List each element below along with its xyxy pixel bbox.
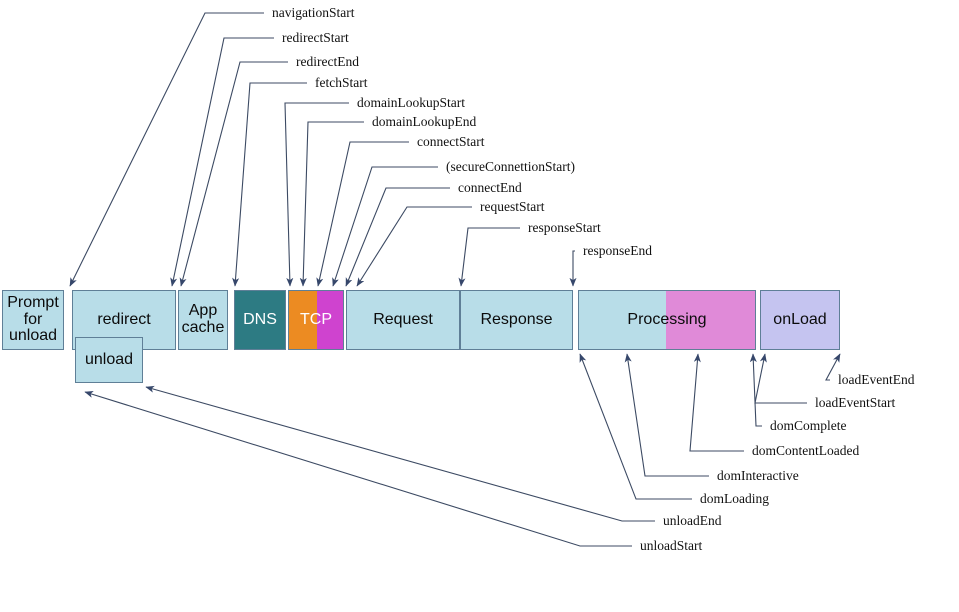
phase-label-response: Response bbox=[480, 310, 553, 328]
leader-domainLookupEnd bbox=[299, 121, 364, 287]
timing-label-domainLookupEnd: domainLookupEnd bbox=[372, 114, 477, 129]
phase-box-processing[interactable]: Processing bbox=[578, 290, 756, 350]
timing-label-domComplete: domComplete bbox=[770, 418, 847, 433]
timing-label-domContentLoaded: domContentLoaded bbox=[752, 443, 860, 458]
leader-requestStart bbox=[356, 206, 472, 287]
leader-loadEventStart bbox=[754, 353, 807, 404]
phase-box-dns[interactable]: DNS bbox=[234, 290, 286, 350]
phase-box-tcp[interactable]: TCP bbox=[288, 290, 344, 350]
timing-label-redirectStart: redirectStart bbox=[282, 30, 349, 45]
phase-split-fill-tcp bbox=[317, 291, 343, 349]
phase-box-app-cache[interactable]: App cache bbox=[178, 290, 228, 350]
leader-secureConnectionStart bbox=[332, 166, 438, 287]
leader-navigationStart bbox=[69, 12, 264, 287]
leader-responseEnd bbox=[569, 250, 577, 287]
leader-domComplete bbox=[749, 353, 762, 427]
phase-label-redirect: redirect bbox=[97, 310, 151, 328]
timing-label-connectEnd: connectEnd bbox=[458, 180, 522, 195]
timing-label-unloadStart: unloadStart bbox=[640, 538, 703, 553]
leader-redirectEnd bbox=[179, 61, 288, 287]
leader-redirectStart bbox=[170, 37, 274, 287]
leader-unloadStart bbox=[84, 391, 632, 547]
timing-label-requestStart: requestStart bbox=[480, 199, 545, 214]
phase-label-tcp: TCP bbox=[300, 310, 332, 328]
phase-box-request[interactable]: Request bbox=[346, 290, 460, 350]
phase-label-processing: Processing bbox=[627, 310, 707, 328]
timing-label-domLoading: domLoading bbox=[700, 491, 769, 506]
phase-box-response[interactable]: Response bbox=[460, 290, 573, 350]
timing-label-fetchStart: fetchStart bbox=[315, 75, 368, 90]
timing-label-connectStart: connectStart bbox=[417, 134, 485, 149]
leader-domContentLoaded bbox=[689, 353, 744, 452]
phase-label-request: Request bbox=[373, 310, 433, 328]
timing-label-navigationStart: navigationStart bbox=[272, 5, 355, 20]
leader-connectEnd bbox=[345, 187, 450, 287]
timing-label-responseEnd: responseEnd bbox=[583, 243, 652, 258]
timing-label-domainLookupStart: domainLookupStart bbox=[357, 95, 465, 110]
phase-label-unload: unload bbox=[84, 350, 134, 368]
phase-label-dns: DNS bbox=[243, 310, 277, 328]
phase-box-prompt-for-unload[interactable]: Prompt for unload bbox=[2, 290, 64, 350]
phase-box-onload[interactable]: onLoad bbox=[760, 290, 840, 350]
phase-label-onload: onLoad bbox=[773, 310, 827, 328]
phase-box-unload[interactable]: unload bbox=[75, 337, 143, 383]
timing-label-domInteractive: domInteractive bbox=[717, 468, 799, 483]
phase-label-prompt-for-unload: Prompt for unload bbox=[7, 293, 59, 345]
leader-domLoading bbox=[579, 353, 692, 500]
leader-domInteractive bbox=[624, 353, 709, 477]
leader-responseStart bbox=[458, 227, 520, 287]
timing-label-unloadEnd: unloadEnd bbox=[663, 513, 722, 528]
phase-label-app-cache: App cache bbox=[181, 302, 225, 336]
phase-split-fill-processing bbox=[666, 291, 755, 349]
timing-label-secureConnectionStart: (secureConnettionStart) bbox=[446, 159, 575, 174]
leader-fetchStart bbox=[232, 82, 307, 287]
timing-label-redirectEnd: redirectEnd bbox=[296, 54, 359, 69]
leader-domainLookupStart bbox=[284, 102, 349, 287]
leader-connectStart bbox=[316, 141, 409, 287]
leader-unloadEnd bbox=[145, 385, 655, 522]
timing-label-loadEventStart: loadEventStart bbox=[815, 395, 896, 410]
timing-label-loadEventEnd: loadEventEnd bbox=[838, 372, 915, 387]
timing-label-responseStart: responseStart bbox=[528, 220, 601, 235]
